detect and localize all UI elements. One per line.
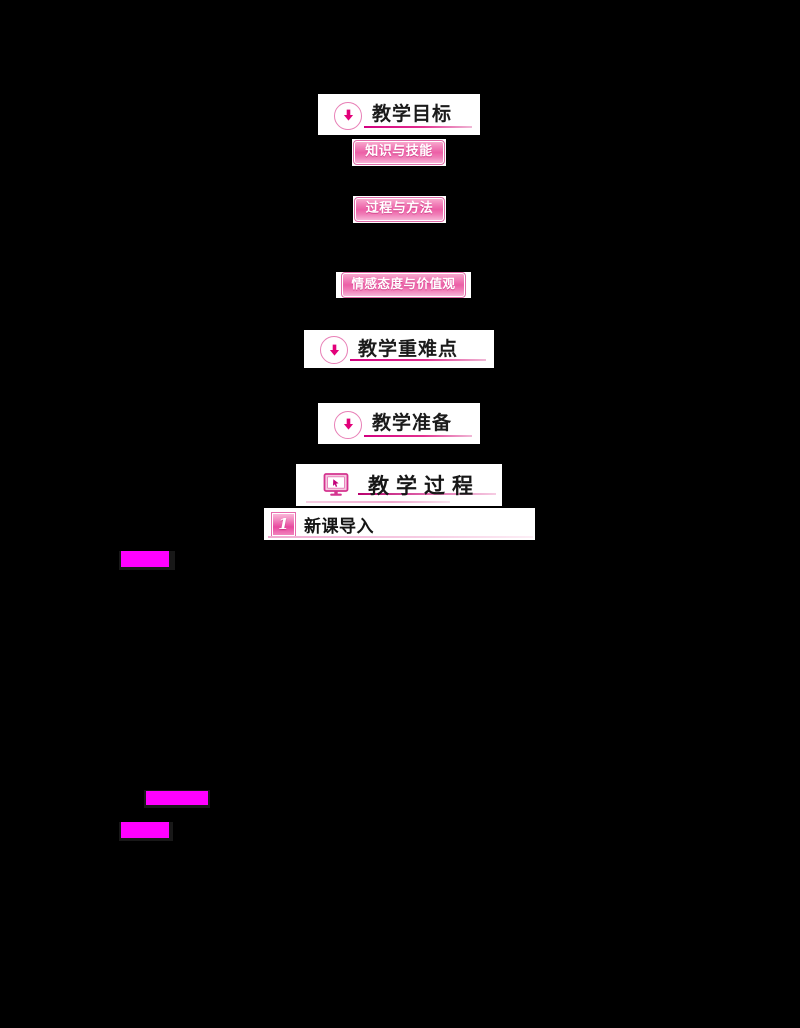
section-title: 教学准备	[372, 412, 453, 434]
step-underline	[268, 536, 533, 538]
badge-label: 情感态度与价值观	[341, 272, 466, 298]
section-header: 教学准备	[318, 403, 480, 444]
section-underline-primary	[358, 493, 496, 495]
monitor-cursor-icon	[322, 471, 350, 499]
step-label: 新课导入	[304, 516, 374, 537]
badge-knowledge-and-skills: 知识与技能	[352, 139, 446, 166]
section-teaching-objectives: 教学目标	[318, 94, 480, 135]
section-teaching-preparation: 教学准备	[318, 403, 480, 444]
badge-label: 过程与方法	[353, 196, 446, 223]
down-arrow-circle-icon	[334, 410, 362, 439]
badge-process-and-method: 过程与方法	[353, 196, 446, 223]
section-title: 教学重难点	[358, 337, 459, 360]
section-underline-secondary	[306, 500, 450, 503]
section-header: 教学目标	[318, 94, 480, 135]
section-header: 教学重难点	[304, 330, 494, 368]
step-number-badge: 1	[271, 511, 296, 537]
step-row: 1 新课导入	[264, 508, 535, 540]
section-teaching-process: 教学过程	[296, 464, 502, 506]
section-title: 教学目标	[372, 103, 453, 125]
section-underline	[364, 126, 472, 128]
down-arrow-circle-icon	[334, 101, 362, 130]
redacted-block-3	[121, 822, 169, 838]
badge-emotion-attitude-values: 情感态度与价值观	[336, 272, 471, 298]
step-new-lesson-introduction: 1 新课导入	[264, 508, 535, 540]
section-title: 教学过程	[368, 473, 480, 498]
badge-label: 知识与技能	[353, 139, 445, 166]
redacted-block-1	[121, 551, 169, 567]
section-underline	[364, 435, 472, 437]
section-header: 教学过程	[296, 464, 502, 506]
section-teaching-key-points: 教学重难点	[304, 330, 494, 368]
down-arrow-circle-icon	[320, 336, 348, 364]
redacted-block-2	[146, 791, 208, 805]
section-underline	[350, 359, 486, 361]
